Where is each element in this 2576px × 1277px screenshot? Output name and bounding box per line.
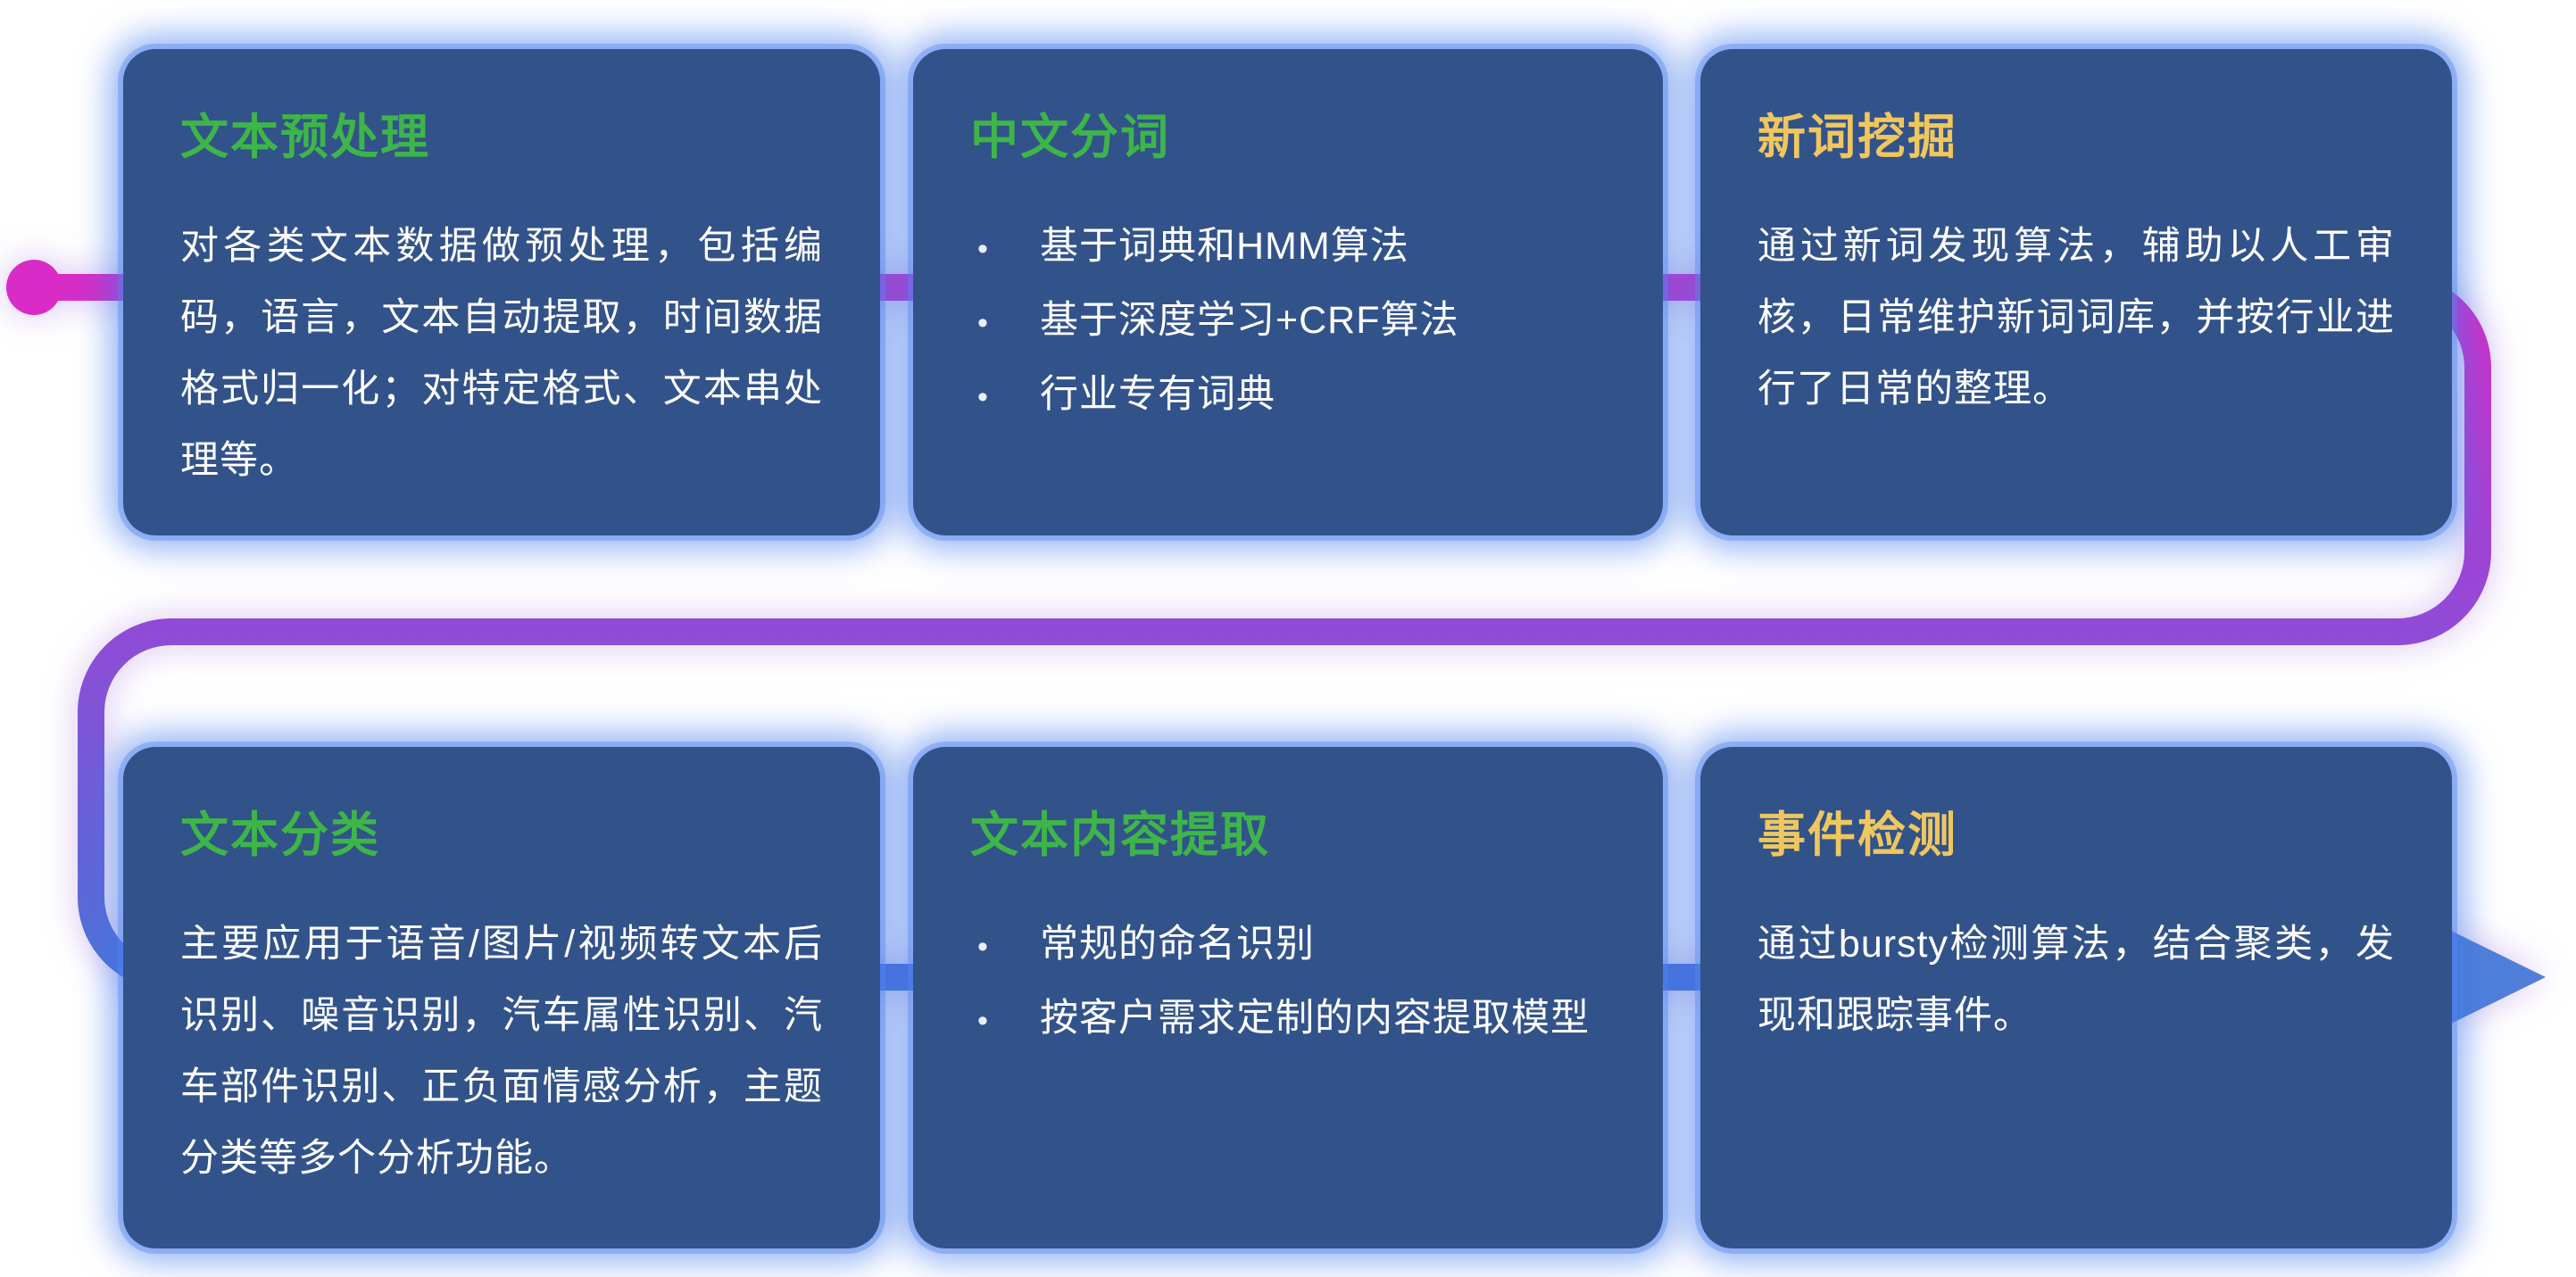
bullet-list: • 常规的命名识别 • 按客户需求定制的内容提取模型 (970, 908, 1606, 1057)
bullet-dot: • (977, 380, 989, 414)
bullet-text: 行业专有词典 (1040, 373, 1276, 416)
bullet-dot: • (977, 930, 989, 964)
card-title: 文本预处理 (180, 111, 430, 164)
bullet-text: 基于深度学习+CRF算法 (1040, 299, 1459, 342)
card-event-detection: 事件检测 通过bursty检测算法，结合聚类，发现和跟踪事件。 (1700, 747, 2452, 1248)
bullet-list: • 基于词典和HMM算法 • 基于深度学习+CRF算法 • 行业专有词典 (970, 211, 1606, 433)
bullet-item: • 常规的命名识别 (970, 908, 1606, 983)
flow-line (29, 274, 2491, 991)
card-body: 对各类文本数据做预处理，包括编码，语言，文本自动提取，时间数据格式归一化；对特定… (180, 225, 823, 482)
bullet-item: • 行业专有词典 (970, 359, 1606, 433)
bullet-dot: • (977, 232, 989, 266)
card-body: 通过bursty检测算法，结合聚类，发现和跟踪事件。 (1757, 923, 2395, 1037)
card-chinese-word-segmentation: 中文分词 • 基于词典和HMM算法 • 基于深度学习+CRF算法 • 行业专有词… (913, 49, 1663, 535)
bullet-item: • 按客户需求定制的内容提取模型 (970, 983, 1606, 1057)
card-text-classification: 文本分类 主要应用于语音/图片/视频转文本后识别、噪音识别，汽车属性识别、汽车部… (123, 747, 880, 1248)
bullet-text: 常规的命名识别 (1040, 923, 1315, 966)
bullet-item: • 基于深度学习+CRF算法 (970, 285, 1606, 359)
card-body: 主要应用于语音/图片/视频转文本后识别、噪音识别，汽车属性识别、汽车部件识别、正… (180, 923, 823, 1180)
card-title: 事件检测 (1757, 808, 1957, 862)
card-body: 通过新词发现算法，辅助以人工审核，日常维护新词词库，并按行业进行了日常的整理。 (1757, 225, 2395, 410)
card-title: 文本分类 (180, 808, 380, 862)
bullet-dot: • (977, 1004, 989, 1038)
bullet-text: 按客户需求定制的内容提取模型 (1040, 997, 1590, 1040)
card-title: 中文分词 (970, 111, 1170, 164)
card-title: 新词挖掘 (1757, 111, 1957, 164)
flow-start-dot (6, 260, 62, 315)
flow-end-arrow-icon (2451, 931, 2546, 1024)
bullet-item: • 基于词典和HMM算法 (970, 211, 1606, 285)
bullet-dot: • (977, 306, 989, 340)
card-text-preprocessing: 文本预处理 对各类文本数据做预处理，包括编码，语言，文本自动提取，时间数据格式归… (123, 49, 880, 535)
bullet-text: 基于词典和HMM算法 (1040, 225, 1409, 268)
card-new-word-mining: 新词挖掘 通过新词发现算法，辅助以人工审核，日常维护新词词库，并按行业进行了日常… (1700, 49, 2452, 535)
card-text-content-extraction: 文本内容提取 • 常规的命名识别 • 按客户需求定制的内容提取模型 (913, 747, 1663, 1248)
card-title: 文本内容提取 (970, 808, 1270, 862)
